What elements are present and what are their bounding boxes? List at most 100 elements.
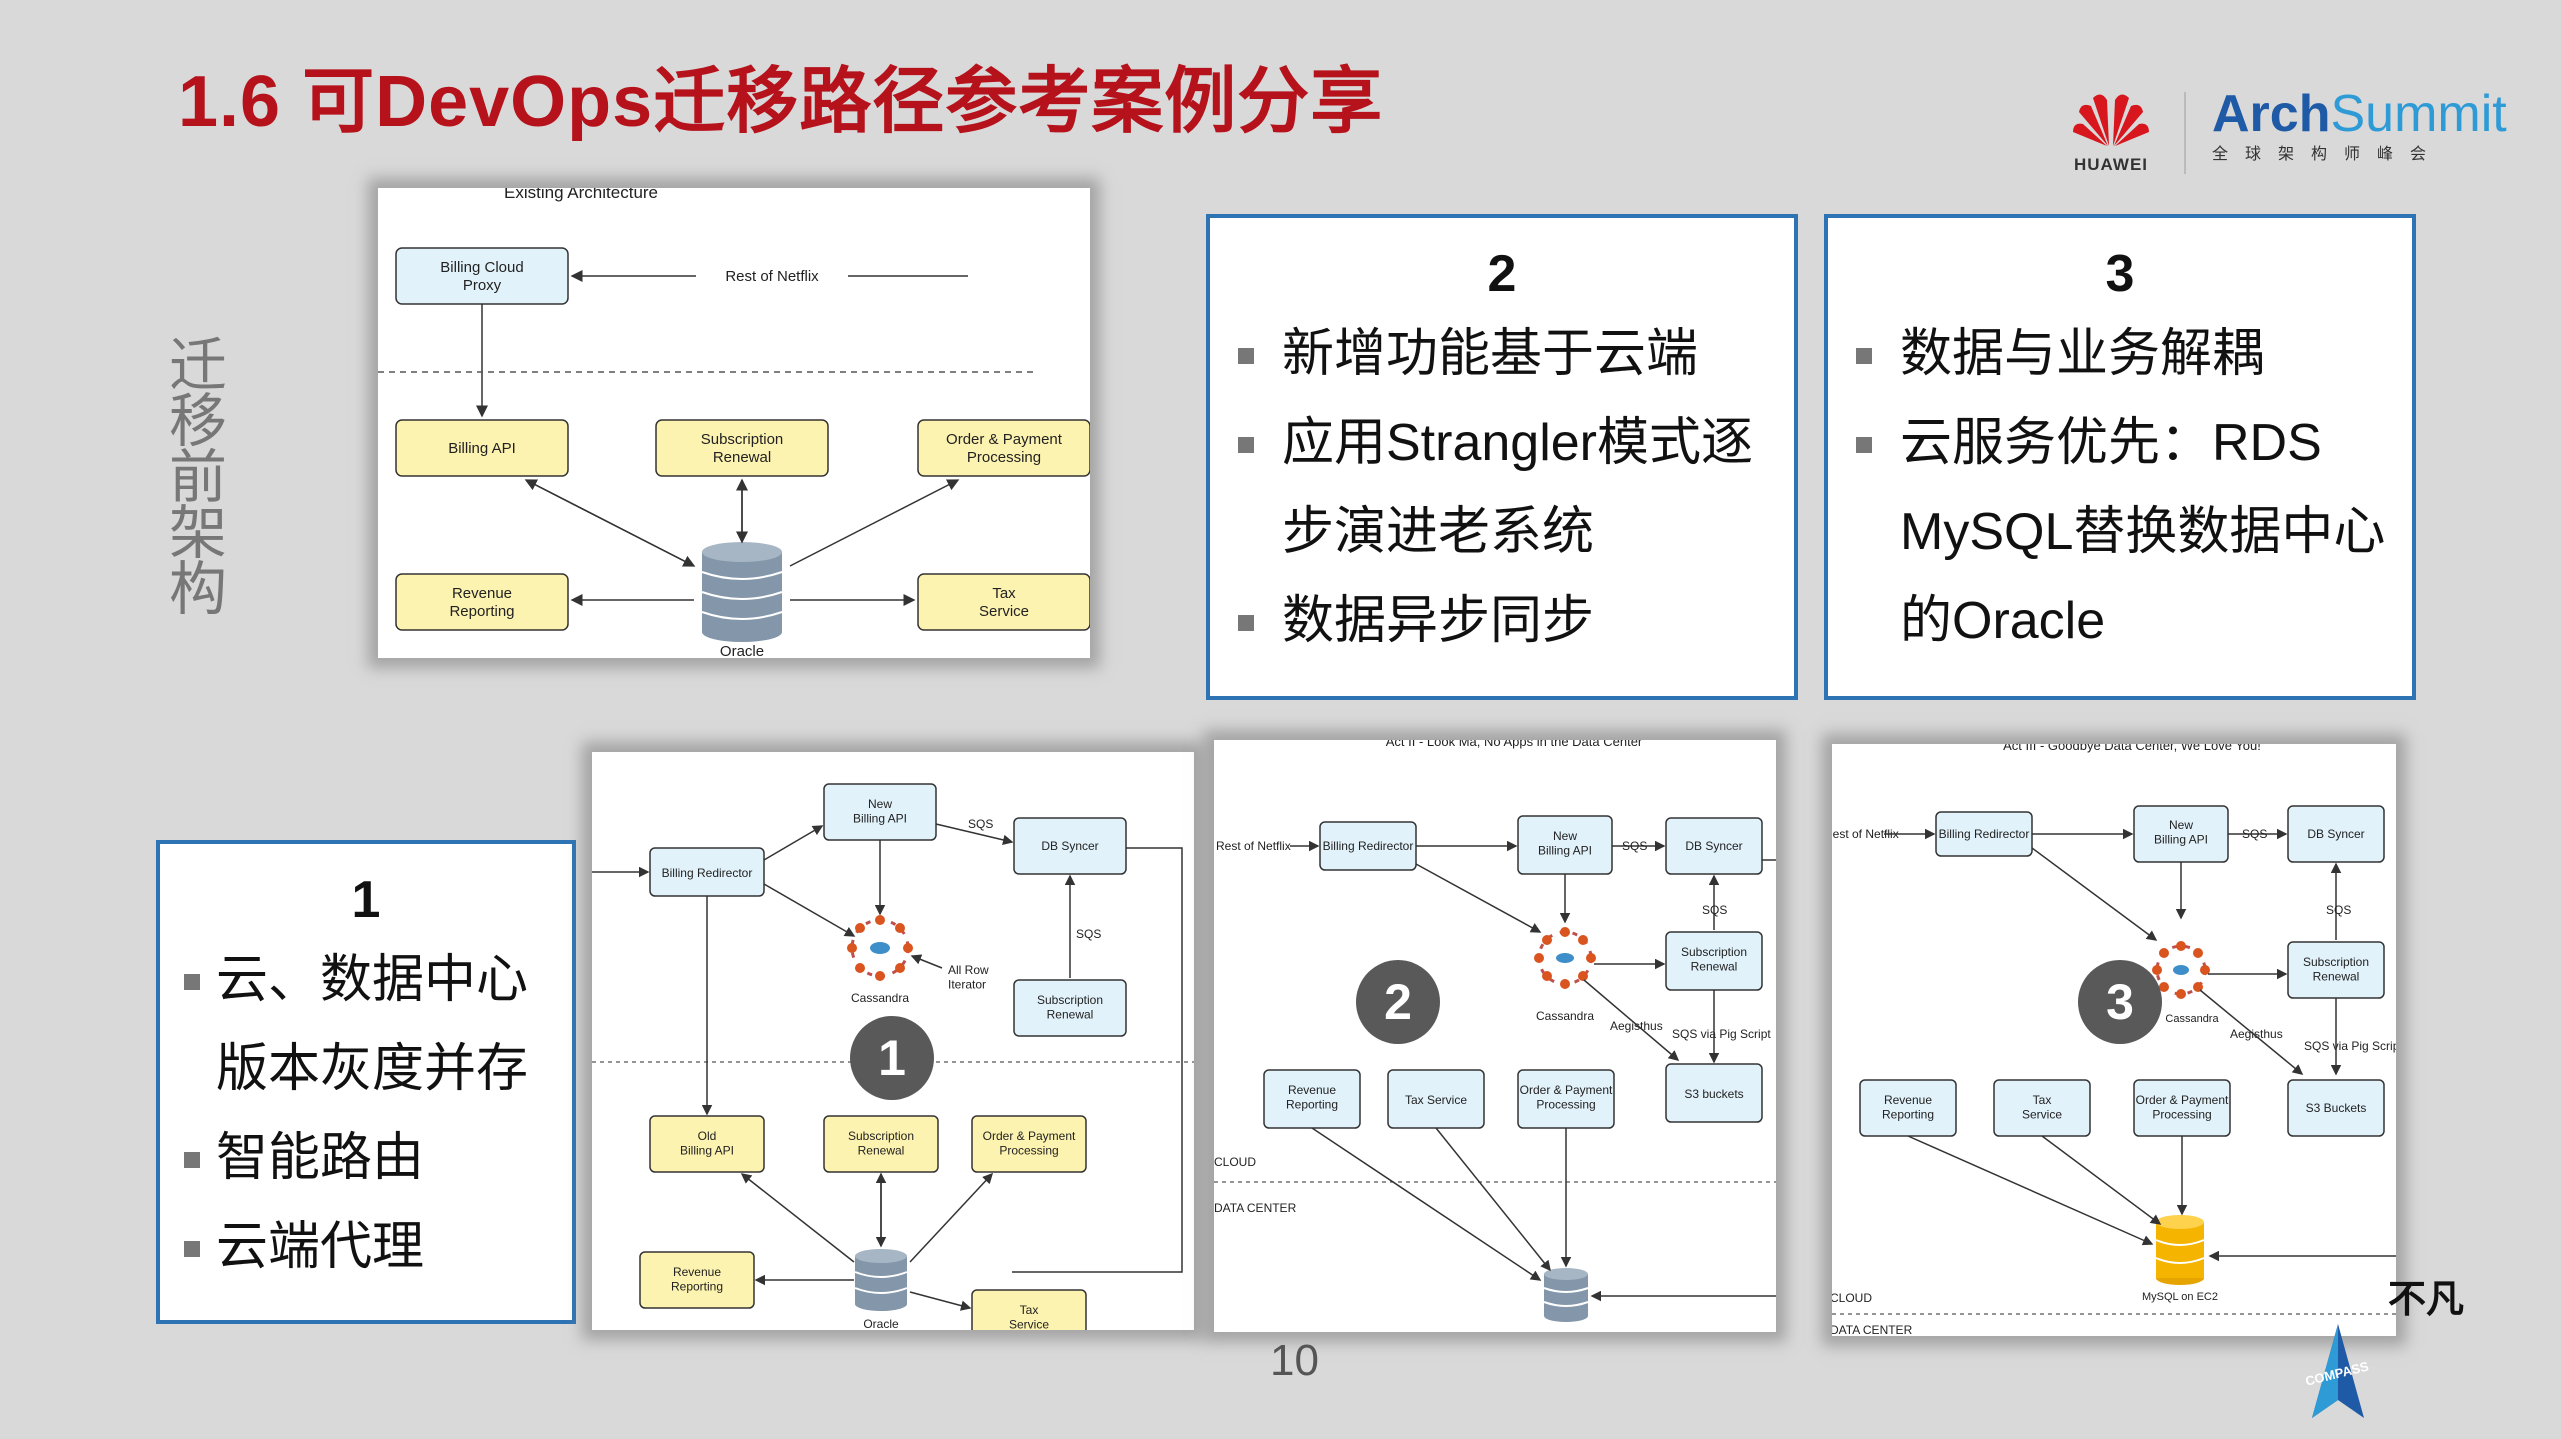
huawei-flower-icon bbox=[2073, 94, 2149, 146]
sqs-label-2: SQS bbox=[2326, 903, 2351, 917]
step-1-box: 1 云、数据中心 版本灰度并存 智能路由 云端代理 bbox=[156, 840, 576, 1324]
cassandra-label: Cassandra bbox=[2165, 1013, 2219, 1025]
node-label-line: Subscription bbox=[1037, 993, 1103, 1007]
bullet-square-icon bbox=[1856, 437, 1872, 453]
compass-logo: COMPASS bbox=[2298, 1322, 2378, 1427]
step-2-number: 2 bbox=[1487, 245, 1517, 303]
node-label: Billing Redirector bbox=[1939, 827, 2030, 841]
cloud-label: CLOUD bbox=[1214, 1155, 1256, 1169]
oracle-db-icon bbox=[1543, 1268, 1589, 1322]
mysql-label: MySQL on EC2 bbox=[2142, 1291, 2218, 1303]
step-3-item-continued: MySQL替换数据中心 bbox=[1900, 503, 2386, 561]
bullet-square-icon bbox=[1856, 348, 1872, 364]
node-label-line: Billing API bbox=[853, 811, 907, 825]
sqs-label: SQS bbox=[968, 817, 993, 831]
sqs-pig-label: SQS via Pig Script bbox=[1672, 1027, 1771, 1041]
node-label-line: Order & Payment bbox=[946, 431, 1063, 448]
node-label: S3 buckets bbox=[1684, 1087, 1743, 1101]
oracle-db-icon bbox=[854, 1249, 908, 1311]
cassandra-ring-icon bbox=[1534, 927, 1596, 989]
sqs-pig-label: SQS via Pig Script bbox=[2304, 1039, 2396, 1053]
node-label-line: Processing bbox=[967, 449, 1041, 466]
rest-of-netflix-label: Rest of Netflix bbox=[1216, 839, 1291, 853]
node-label: Billing API bbox=[448, 440, 516, 457]
huawei-logo: HUAWEI bbox=[2065, 88, 2157, 175]
cassandra-ring-icon bbox=[847, 915, 913, 981]
billing-redirector-node: Billing Redirector bbox=[1935, 811, 2033, 857]
node-label-line: New bbox=[2169, 818, 2193, 832]
data-center-label: DATA CENTER bbox=[1832, 1323, 1913, 1336]
node-label-line: Tax Service bbox=[1405, 1093, 1467, 1107]
step-2-box: 2 新增功能基于云端 应用Strangler模式逐 步演进老系统 数据异步同步 bbox=[1206, 214, 1798, 700]
node-label: DB Syncer bbox=[1685, 839, 1742, 853]
node-label-line: Renewal bbox=[2313, 969, 2360, 983]
archsummit-main: Arch bbox=[2212, 85, 2331, 143]
node-label-line: Billing Cloud bbox=[440, 259, 523, 276]
node-label-line: Processing bbox=[1536, 1097, 1595, 1111]
billing-redirector-node: Billing Redirector bbox=[1319, 821, 1417, 871]
page-number: 10 bbox=[1270, 1336, 1319, 1385]
oracle-label: Oracle bbox=[863, 1317, 899, 1330]
step-1-marker: 1 bbox=[850, 1016, 934, 1100]
node-label-line: Processing bbox=[999, 1143, 1058, 1157]
tax-service-node: Tax Service bbox=[1387, 1069, 1485, 1129]
node-label-line: New bbox=[1553, 829, 1577, 843]
node-label-line: Order & Payment bbox=[1520, 1083, 1613, 1097]
step-1-item-continued: 版本灰度并存 bbox=[216, 1040, 529, 1098]
node-label-line: Renewal bbox=[1047, 1007, 1094, 1021]
step-3-item-continued: 的Oracle bbox=[1900, 592, 2106, 650]
node-label-line: Tax bbox=[2033, 1093, 2052, 1107]
bullet-square-icon bbox=[1238, 437, 1254, 453]
node-label-line: Subscription bbox=[1681, 945, 1747, 959]
step-1-item: 云端代理 bbox=[160, 1203, 572, 1292]
node-label: Billing Redirector bbox=[662, 866, 753, 880]
bullet-square-icon bbox=[184, 1152, 200, 1168]
node-label-line: Proxy bbox=[463, 277, 502, 294]
node-label-line: Service bbox=[979, 603, 1029, 620]
oracle-label: Oracle bbox=[720, 643, 764, 658]
rest-of-netflix-label: Rest of Netflix bbox=[1832, 827, 1899, 841]
node-label-line: Reporting bbox=[671, 1279, 723, 1293]
node-label-line: Billing API bbox=[448, 440, 516, 457]
node-label-line: DB Syncer bbox=[1685, 839, 1742, 853]
step-3-number: 3 bbox=[2105, 245, 2135, 303]
node-label-line: Renewal bbox=[1691, 959, 1738, 973]
node-label-line: Billing Redirector bbox=[1323, 839, 1414, 853]
node-label: Tax Service bbox=[1405, 1093, 1467, 1107]
node-label-line: Old bbox=[698, 1129, 717, 1143]
node-label-line: Subscription bbox=[848, 1129, 914, 1143]
node-label-line: Tax bbox=[992, 585, 1016, 602]
db-syncer-node: DB Syncer bbox=[1665, 817, 1763, 875]
bullet-square-icon bbox=[184, 1241, 200, 1257]
act-2-title: Act II - Look Ma, No Apps in the Data Ce… bbox=[1386, 740, 1643, 749]
node-label-line: Revenue bbox=[1884, 1093, 1932, 1107]
node-label-line: Renewal bbox=[858, 1143, 905, 1157]
node-label-line: Iterator bbox=[948, 977, 986, 991]
step-2-marker: 2 bbox=[1356, 960, 1440, 1044]
node-label-line: Subscription bbox=[2303, 955, 2369, 969]
